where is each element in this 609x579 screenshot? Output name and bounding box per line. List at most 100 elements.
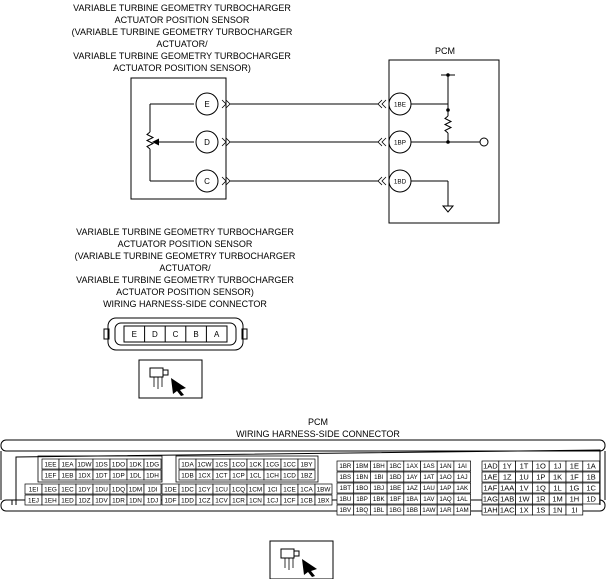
pcm-pin-label: 1BN xyxy=(356,474,368,481)
pcm-pin-cell xyxy=(453,504,471,516)
pcm-pin-label: 1BB xyxy=(406,507,418,514)
sensor-connector-pin: C xyxy=(173,330,179,339)
pcm-pin-label: 1BC xyxy=(389,463,402,470)
pcm-pin-label: 1BP xyxy=(356,496,368,503)
pcm-connector-chevrons xyxy=(377,99,387,186)
sensor-connector-title: VARIABLE TURBINE GEOMETRY TURBOCHARGER A… xyxy=(75,227,296,309)
pcm-connector-title-line: PCM xyxy=(308,417,328,427)
pcm-pin-label: 1DG xyxy=(146,461,159,468)
pcm-pin-label: 1CS xyxy=(215,461,227,468)
pcm-pin-cell xyxy=(453,493,471,505)
sensor-title-line: ACTUATOR POSITION SENSOR) xyxy=(113,63,251,73)
pcm-pin-label: 1D xyxy=(586,495,596,504)
pcm-pin-label: 1AQ xyxy=(439,496,452,503)
sensor-connector-pin: A xyxy=(214,330,220,339)
pcm-pin-label: 1Z xyxy=(503,473,512,482)
pcm-pin-label: 1DQ xyxy=(112,486,125,493)
pcm-pin-label: 1AE xyxy=(483,473,497,482)
pcm-pin-label: 1CY xyxy=(198,486,211,493)
pcm-pin-label: 1EC xyxy=(61,486,74,493)
pcm-pin-label: 1DW xyxy=(77,461,92,468)
pcm-pin-cell xyxy=(582,460,600,472)
pcm-pin-label: 1DD xyxy=(181,497,194,504)
pcm-pin-label: 1CG xyxy=(266,461,279,468)
pcm-pin-label: 1BD xyxy=(389,474,402,481)
svg-text:1BE: 1BE xyxy=(394,102,406,109)
pcm-pin-label: 1CV xyxy=(215,497,228,504)
sensor-title-line: VARIABLE TURBINE GEOMETRY TURBOCHARGER xyxy=(73,3,291,13)
sensor-title-line: ACTUATOR POSITION SENSOR xyxy=(115,15,250,25)
pcm-pin-label: 1BV xyxy=(339,507,352,514)
pcm-pin-label: 1AB xyxy=(500,495,514,504)
pcm-pin-label: 1Q xyxy=(536,484,546,493)
pcm-internal-circuit xyxy=(411,73,489,213)
pcm-pin-label: 1AF xyxy=(484,484,498,493)
svg-text:C: C xyxy=(204,177,210,186)
pcm-pin-label: 1O xyxy=(536,462,546,471)
pcm-pin-label: 1BF xyxy=(390,496,402,503)
pcm-pin-label: 1DC xyxy=(181,486,194,493)
pcm-pin-label: 1BL xyxy=(373,507,385,514)
pcm-pin-label: 1EG xyxy=(44,486,57,493)
pcm-pin-label: 1BS xyxy=(339,474,351,481)
pcm-pin-label: 1CW xyxy=(197,461,212,468)
pcm-pin-cell xyxy=(453,482,471,494)
pcm-pin-label: 1BA xyxy=(406,496,419,503)
sensor-pin-d: D xyxy=(195,130,219,154)
pcm-pin-label: 1DF xyxy=(164,497,176,504)
pcm-pin-label: 1EJ xyxy=(28,497,39,504)
pcm-pin-label: 1BX xyxy=(317,497,330,504)
pcm-pin-label: 1CN xyxy=(249,497,262,504)
sensor-connector-title-line: (VARIABLE TURBINE GEOMETRY TURBOCHARGER xyxy=(75,251,296,261)
sensor-connector-title-line: ACTUATOR POSITION SENSOR xyxy=(118,239,253,249)
pcm-pin-label: 1CZ xyxy=(198,497,210,504)
pcm-pin-label: 1AH xyxy=(483,506,498,515)
pcm-pin-label: 1DT xyxy=(95,472,107,479)
sensor-title-line: VARIABLE TURBINE GEOMETRY TURBOCHARGER xyxy=(73,51,291,61)
pcm-pin-label: 1CL xyxy=(250,472,262,479)
pcm-pin-label: 1AI xyxy=(458,463,468,470)
pcm-pin-label: 1BM xyxy=(356,463,369,470)
pcm-pin-label: 1E xyxy=(570,462,579,471)
pcm-pin-label: 1DN xyxy=(129,497,142,504)
pcm-pin-label: 1DO xyxy=(112,461,125,468)
pcm-pin-cell xyxy=(314,483,333,495)
pcm-pin-label: 1G xyxy=(569,484,579,493)
sensor-connector-title-line: ACTUATOR/ xyxy=(159,263,211,273)
pcm-pin-label: 1F xyxy=(570,473,579,482)
pcm-pin-label: 1AX xyxy=(406,463,418,470)
pcm-pin-label: 1BU xyxy=(339,496,351,503)
pcm-pin-label: 1X xyxy=(519,506,528,515)
pcm-pin-label: 1BQ xyxy=(356,507,369,514)
harness-wires xyxy=(230,103,378,182)
pcm-pin-cell xyxy=(582,471,600,483)
pcm-pin-label: 1CT xyxy=(215,472,227,479)
pcm-pin-label: 1AL xyxy=(457,496,469,503)
pcm-pin-label: 1CX xyxy=(198,472,211,479)
pcm-pin-label: 1AZ xyxy=(406,485,418,492)
pcm-pin-label: 1AK xyxy=(456,485,469,492)
pcm-pin-label: 1DV xyxy=(95,497,108,504)
pcm-pin-label: 1BG xyxy=(389,507,402,514)
pcm-pin-label: 1CE xyxy=(283,486,295,493)
pcm-connector-title: PCM WIRING HARNESS-SIDE CONNECTOR xyxy=(236,417,400,439)
sensor-connector-title-line: ACTUATOR POSITION SENSOR) xyxy=(116,287,254,297)
sensor-connector-title-line: VARIABLE TURBINE GEOMETRY TURBOCHARGER xyxy=(76,227,294,237)
sensor-connector-pin: D xyxy=(152,330,158,339)
svg-text:E: E xyxy=(204,100,209,109)
pcm-pin-label: 1EF xyxy=(45,472,57,479)
pcm-pin-label: 1DH xyxy=(146,472,159,479)
pcm-pin-label: 1EE xyxy=(44,461,56,468)
pcm-pin-label: 1S xyxy=(536,506,545,515)
pcm-pin-label: 1CJ xyxy=(267,497,278,504)
sensor-connector-title-line: WIRING HARNESS-SIDE CONNECTOR xyxy=(103,299,267,309)
potentiometer-symbol xyxy=(145,103,194,182)
pcm-pin-label: 1AA xyxy=(500,484,514,493)
pcm-pin-label: 1CR xyxy=(232,497,245,504)
pcm-pin-label: 1DM xyxy=(129,486,143,493)
pcm-pin-label: 1DZ xyxy=(78,497,90,504)
pcm-pin-label: 1B xyxy=(587,473,596,482)
pcm-pin-1bd: 1BD xyxy=(388,169,412,193)
